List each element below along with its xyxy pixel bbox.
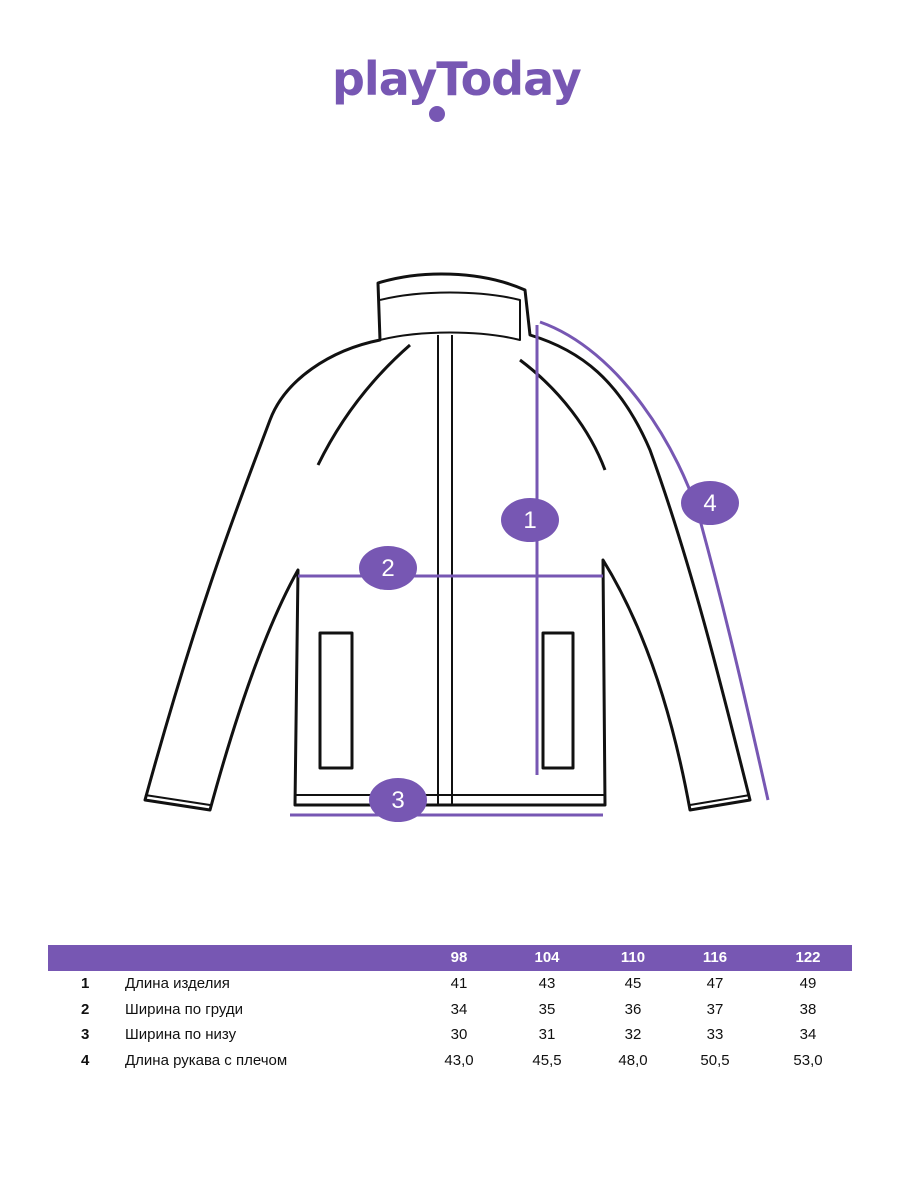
- pocket-left: [318, 631, 354, 770]
- row-number: 1: [81, 975, 90, 992]
- table-row: 2 Ширина по груди 34 35 36 37 38: [48, 997, 852, 1023]
- cell-value: 33: [706, 1026, 724, 1043]
- marker-4: 4: [681, 481, 739, 525]
- row-label: Ширина по груди: [125, 1000, 244, 1018]
- size-col: 110: [620, 949, 646, 966]
- size-col: 104: [534, 949, 560, 966]
- cell-value: 34: [799, 1026, 817, 1043]
- size-col: 122: [795, 949, 821, 966]
- cell-value: 45,5: [532, 1051, 562, 1069]
- cell-value: 36: [624, 1000, 642, 1018]
- cell-value: 43: [538, 975, 556, 992]
- marker-2-label: 2: [381, 555, 394, 582]
- row-label: Ширина по низу: [125, 1026, 237, 1043]
- cuff-right: [689, 794, 751, 806]
- cell-value: 43,0: [444, 1051, 474, 1069]
- cell-value: 30: [450, 1026, 468, 1043]
- jacket-diagram: 1 2 3 4: [143, 272, 770, 822]
- row-number: 3: [81, 1026, 90, 1043]
- brand-logo: playToday: [332, 52, 582, 106]
- table-row: 1 Длина изделия 41 43 45 47 49: [48, 971, 852, 997]
- cell-value: 50,5: [700, 1051, 730, 1069]
- cell-value: 32: [624, 1026, 642, 1043]
- marker-3-label: 3: [391, 787, 404, 814]
- marker-4-label: 4: [703, 490, 716, 517]
- marker-3: 3: [369, 778, 427, 822]
- raglan-seam-right: [519, 358, 607, 471]
- cell-value: 45: [624, 975, 642, 992]
- cell-value: 53,0: [793, 1051, 823, 1069]
- row-number: 2: [81, 1000, 90, 1018]
- marker-1: 1: [501, 498, 559, 542]
- table-row: 4 Длина рукава с плечом 43,0 45,5 48,0 50,5 53…: [48, 1048, 852, 1074]
- cell-value: 37: [706, 1000, 724, 1018]
- cell-value: 47: [706, 975, 724, 992]
- cuff-left: [144, 794, 211, 806]
- row-label: Длина изделия: [125, 975, 230, 992]
- cell-value: 48,0: [618, 1051, 648, 1069]
- collar: [379, 291, 521, 341]
- zipper: [437, 335, 453, 805]
- logo-dot: [429, 106, 445, 122]
- raglan-seam-left: [316, 343, 411, 466]
- row-label: Длина рукава с плечом: [125, 1051, 288, 1069]
- cell-value: 49: [799, 975, 817, 992]
- pocket-right: [541, 631, 575, 770]
- row-number: 4: [81, 1051, 90, 1069]
- size-header-row: 98 104 110 116 122: [48, 945, 852, 971]
- marker-1-label: 1: [523, 507, 536, 534]
- cell-value: 38: [799, 1000, 817, 1018]
- cell-value: 35: [538, 1000, 556, 1018]
- size-col: 116: [702, 949, 728, 966]
- cell-value: 34: [450, 1000, 468, 1018]
- cell-value: 31: [538, 1026, 556, 1043]
- table-row: 3 Ширина по низу 30 31 32 33 34: [48, 1022, 852, 1048]
- marker-2: 2: [359, 546, 417, 590]
- size-col: 98: [450, 949, 468, 966]
- jacket-outline: [143, 272, 752, 812]
- cell-value: 41: [450, 975, 468, 992]
